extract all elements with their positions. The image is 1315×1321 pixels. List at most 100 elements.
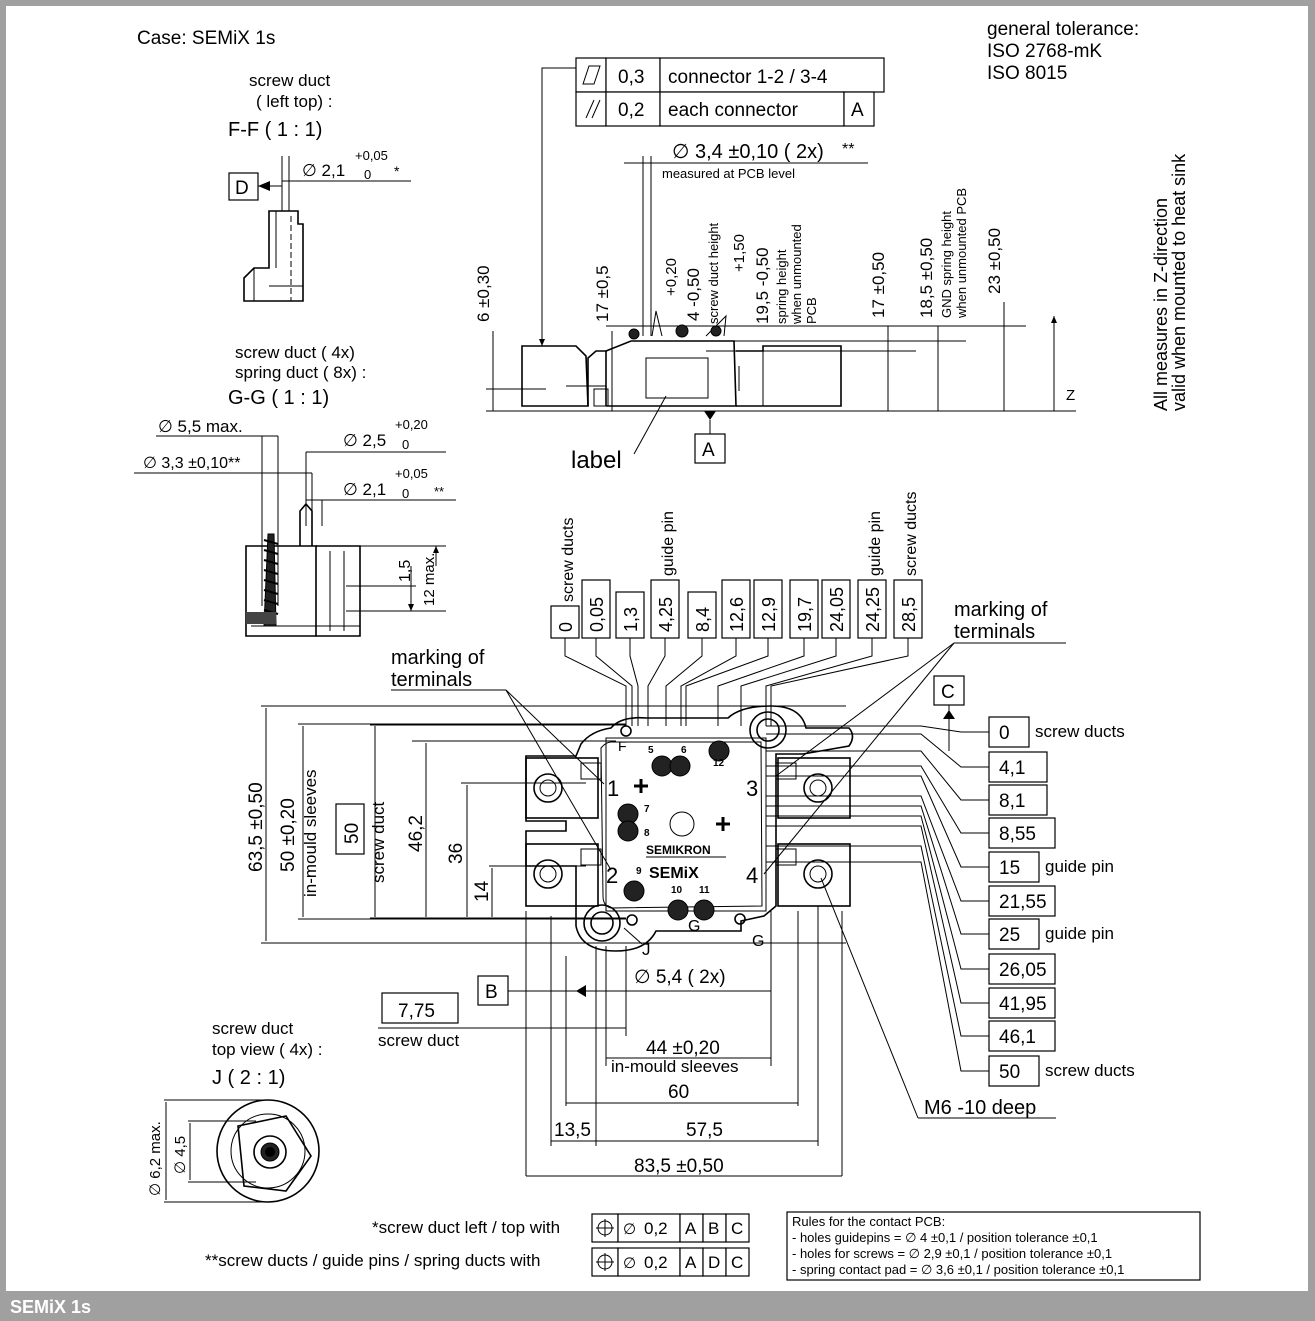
pin-8: 8 [644,828,650,839]
main-view: marking of terminals marking of terminal… [246,599,1066,1177]
v5: 17 ±0,50 [869,252,888,318]
d-60: 60 [668,1082,689,1103]
d-50-note: in-mould sleeves [301,769,320,897]
section-j: J [642,940,651,959]
pin-5: 5 [648,745,654,756]
j-d1: ∅ 6,2 max. [147,1121,164,1196]
gg-d2-plus: +0,20 [395,417,428,432]
side-view: 0,3 connector 1-2 / 3-4 0,2 each connect… [474,57,1076,474]
marking-left-1: marking of [391,647,485,669]
fc-ref-cell [725,1213,750,1243]
v3a: +0,20 [663,258,680,296]
top-dim-box [721,579,751,639]
v4d: when unmounted [789,224,804,325]
bottom-notes: *screw duct left / top with **screw duct… [205,1211,1201,1281]
pin-12: 12 [713,758,725,769]
view-gg: screw duct ( 4x) spring duct ( 8x) : G-G… [134,343,456,637]
v6: 18,5 ±0,50 [917,238,936,318]
note-1: *screw duct left / top with [372,1218,560,1237]
section-g2: G [752,933,764,950]
fc-ref: C [731,1253,743,1272]
top-dim-value: 19,7 [795,597,815,632]
v3b: 4 -0,50 [684,268,703,321]
right-dim-leader [766,845,989,1037]
gg-title-2: spring duct ( 8x) : [235,363,366,382]
dia-54: ∅ 5,4 ( 2x) [634,967,726,988]
marking-right-2: terminals [954,621,1035,643]
d-135: 13,5 [554,1120,591,1141]
d-44: 44 ±0,20 [646,1038,720,1059]
top-dim-value: 24,25 [863,587,883,632]
v3c: screw duct height [706,222,721,324]
fc2-ref: A [851,100,864,121]
d-50: 50 ±0,20 [278,798,299,872]
right-dim-value: 25 [999,925,1020,946]
gg-d4-star: ** [434,484,444,499]
right-dim-box [988,851,1040,883]
v4e: PCB [804,297,819,324]
rule-3: - spring contact pad = ∅ 3,6 ±0,1 / posi… [792,1262,1124,1277]
right-dim-leader [766,733,989,768]
top-dim-value: 24,05 [827,587,847,632]
label-callout: label [571,447,622,474]
fc1-val: 0,3 [618,67,644,88]
m6-callout: M6 -10 deep [924,1097,1036,1119]
pin-10: 10 [671,885,683,896]
tolerance-title: general tolerance: [987,19,1139,40]
top-dim-box [615,591,645,639]
v6c: GND spring height [939,211,954,318]
top-dim-value: 0,05 [587,597,607,632]
top-dim-leader [680,638,737,726]
side-dia: ∅ 3,4 ±0,10 ( 2x) [672,141,824,163]
note-2: **screw ducts / guide pins / spring duct… [205,1251,540,1270]
v7: 23 ±0,50 [985,228,1004,294]
ff-ref-d: D [235,178,249,199]
top-dim-value: 4,25 [656,597,676,632]
footer-bar: SEMiX 1s [0,1291,1315,1321]
right-dim-leader [766,775,989,868]
view-ff: screw duct ( left top) : F-F ( 1 : 1) +0… [228,71,411,302]
top-dim-note: guide pin [867,511,884,576]
section-f: F [618,738,627,754]
right-dim-box [988,953,1056,985]
ff-star: * [394,163,400,179]
top-dim-note: screw ducts [560,518,577,602]
rule-1: - holes guidepins = ∅ 4 ±0,1 / position … [792,1230,1098,1245]
fc-value: 0,2 [644,1253,668,1272]
right-dim-value: 8,55 [999,824,1036,845]
z-label: Z [1066,387,1075,404]
d-575: 57,5 [686,1120,723,1141]
top-dim-note: guide pin [660,511,677,576]
right-dim-value: 15 [999,858,1020,879]
marking-left-2: terminals [391,669,472,691]
pin-6: 6 [681,745,687,756]
d-775: 7,75 [398,1001,435,1022]
right-dim-leader [766,725,989,733]
right-dim-leader [766,805,989,935]
right-dim-value: 4,1 [999,758,1025,779]
gg-title-3: G-G ( 1 : 1) [228,387,329,409]
ff-tol-plus: +0,05 [355,148,388,163]
top-dim-box [581,579,611,639]
right-dim-note: guide pin [1045,857,1114,876]
d-835: 83,5 ±0,50 [634,1156,724,1177]
case-label: Case: SEMiX 1s [137,28,275,49]
z-note-1: All measures in Z-direction [1151,198,1171,411]
v4b: 19,5 -0,50 [753,247,772,324]
top-dim-value: 12,9 [759,597,779,632]
ref-b: B [485,982,498,1003]
d-36: 36 [446,843,467,864]
marking-right-1: marking of [954,599,1048,621]
gg-h1: 1,5 [397,560,414,582]
right-dim-leader [766,795,989,902]
right-dim-value: 21,55 [999,892,1047,913]
logo-semikron: SEMIKRON [646,843,711,857]
pin-7: 7 [644,804,650,815]
top-dim-value: 28,5 [899,597,919,632]
gg-d2-zero: 0 [402,437,409,452]
fc-ref: A [685,1253,697,1272]
top-dim-leader [770,638,909,726]
top-dim-value: 12,6 [727,597,747,632]
